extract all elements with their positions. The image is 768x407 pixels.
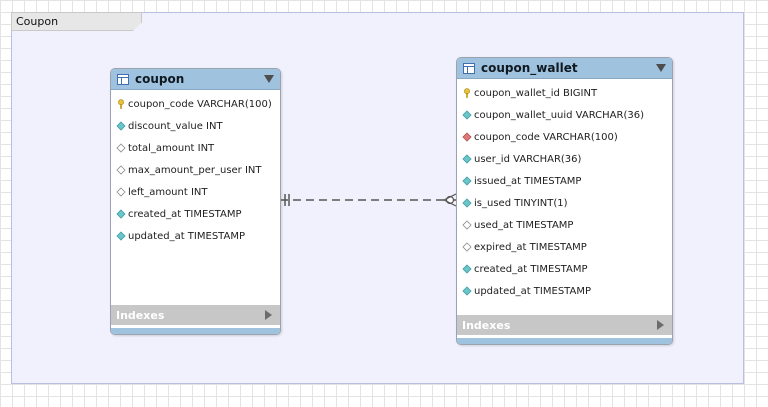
not-null-column-icon — [462, 110, 472, 120]
column-label: max_amount_per_user INT — [128, 164, 262, 176]
nullable-column-icon — [116, 187, 126, 197]
not-null-column-icon — [116, 121, 126, 131]
column-label: issued_at TIMESTAMP — [474, 175, 582, 187]
table-footer — [457, 338, 672, 344]
not-null-column-icon — [116, 209, 126, 219]
table-header[interactable]: coupon_wallet — [457, 58, 672, 79]
column-label: left_amount INT — [128, 186, 208, 198]
column-row[interactable]: max_amount_per_user INT — [111, 159, 280, 181]
indexes-section[interactable]: Indexes — [111, 305, 280, 325]
nullable-column-icon — [116, 165, 126, 175]
column-row[interactable]: created_at TIMESTAMP — [457, 258, 672, 280]
table-name: coupon — [135, 72, 185, 86]
column-label: user_id VARCHAR(36) — [474, 153, 582, 165]
table-icon — [117, 73, 129, 85]
column-row[interactable]: updated_at TIMESTAMP — [111, 225, 280, 247]
layer-title[interactable]: Coupon — [11, 12, 142, 31]
indexes-label: Indexes — [462, 318, 511, 332]
indexes-section[interactable]: Indexes — [457, 315, 672, 335]
column-row[interactable]: used_at TIMESTAMP — [457, 214, 672, 236]
column-label: created_at TIMESTAMP — [474, 263, 588, 275]
column-row[interactable]: issued_at TIMESTAMP — [457, 170, 672, 192]
not-null-column-icon — [116, 231, 126, 241]
column-list: coupon_wallet_id BIGINT coupon_wallet_uui… — [457, 79, 672, 302]
column-row[interactable]: coupon_wallet_uuid VARCHAR(36) — [457, 104, 672, 126]
column-label: used_at TIMESTAMP — [474, 219, 574, 231]
nullable-column-icon — [116, 143, 126, 153]
column-label: total_amount INT — [128, 142, 215, 154]
column-row[interactable]: left_amount INT — [111, 181, 280, 203]
column-label: coupon_wallet_uuid VARCHAR(36) — [474, 109, 644, 121]
column-row[interactable]: updated_at TIMESTAMP — [457, 280, 672, 302]
column-list: coupon_code VARCHAR(100) discount_value I… — [111, 90, 280, 247]
table-name: coupon_wallet — [481, 61, 578, 75]
column-label: coupon_code VARCHAR(100) — [474, 131, 618, 143]
column-label: discount_value INT — [128, 120, 223, 132]
column-label: coupon_code VARCHAR(100) — [128, 98, 272, 110]
column-row[interactable]: coupon_code VARCHAR(100) — [457, 126, 672, 148]
indexes-label: Indexes — [116, 308, 165, 322]
collapse-arrow-icon[interactable] — [264, 75, 274, 83]
column-row[interactable]: total_amount INT — [111, 137, 280, 159]
not-null-column-icon — [462, 176, 472, 186]
primary-key-icon — [116, 99, 126, 109]
table-icon — [463, 62, 475, 74]
column-row[interactable]: created_at TIMESTAMP — [111, 203, 280, 225]
column-row[interactable]: expired_at TIMESTAMP — [457, 236, 672, 258]
column-row[interactable]: user_id VARCHAR(36) — [457, 148, 672, 170]
column-label: expired_at TIMESTAMP — [474, 241, 587, 253]
table-coupon[interactable]: coupon coupon_code VARCHAR(100) discount_… — [110, 68, 281, 335]
column-label: created_at TIMESTAMP — [128, 208, 242, 220]
not-null-column-icon — [462, 264, 472, 274]
foreign-key-icon — [462, 132, 472, 142]
column-row[interactable]: discount_value INT — [111, 115, 280, 137]
nullable-column-icon — [462, 242, 472, 252]
not-null-column-icon — [462, 198, 472, 208]
column-row[interactable]: coupon_wallet_id BIGINT — [457, 82, 672, 104]
crowfoot-lower — [443, 199, 457, 207]
column-label: is_used TINYINT(1) — [474, 197, 568, 209]
table-header[interactable]: coupon — [111, 69, 280, 90]
primary-key-icon — [462, 88, 472, 98]
collapse-arrow-icon[interactable] — [656, 64, 666, 72]
column-row[interactable]: coupon_code VARCHAR(100) — [111, 93, 280, 115]
crowfoot-upper — [443, 193, 457, 201]
column-label: updated_at TIMESTAMP — [474, 285, 591, 297]
expand-arrow-icon[interactable] — [265, 310, 272, 320]
nullable-column-icon — [462, 220, 472, 230]
column-label: coupon_wallet_id BIGINT — [474, 87, 598, 99]
column-row[interactable]: is_used TINYINT(1) — [457, 192, 672, 214]
table-footer — [111, 328, 280, 334]
expand-arrow-icon[interactable] — [657, 320, 664, 330]
not-null-column-icon — [462, 154, 472, 164]
not-null-column-icon — [462, 286, 472, 296]
column-label: updated_at TIMESTAMP — [128, 230, 245, 242]
